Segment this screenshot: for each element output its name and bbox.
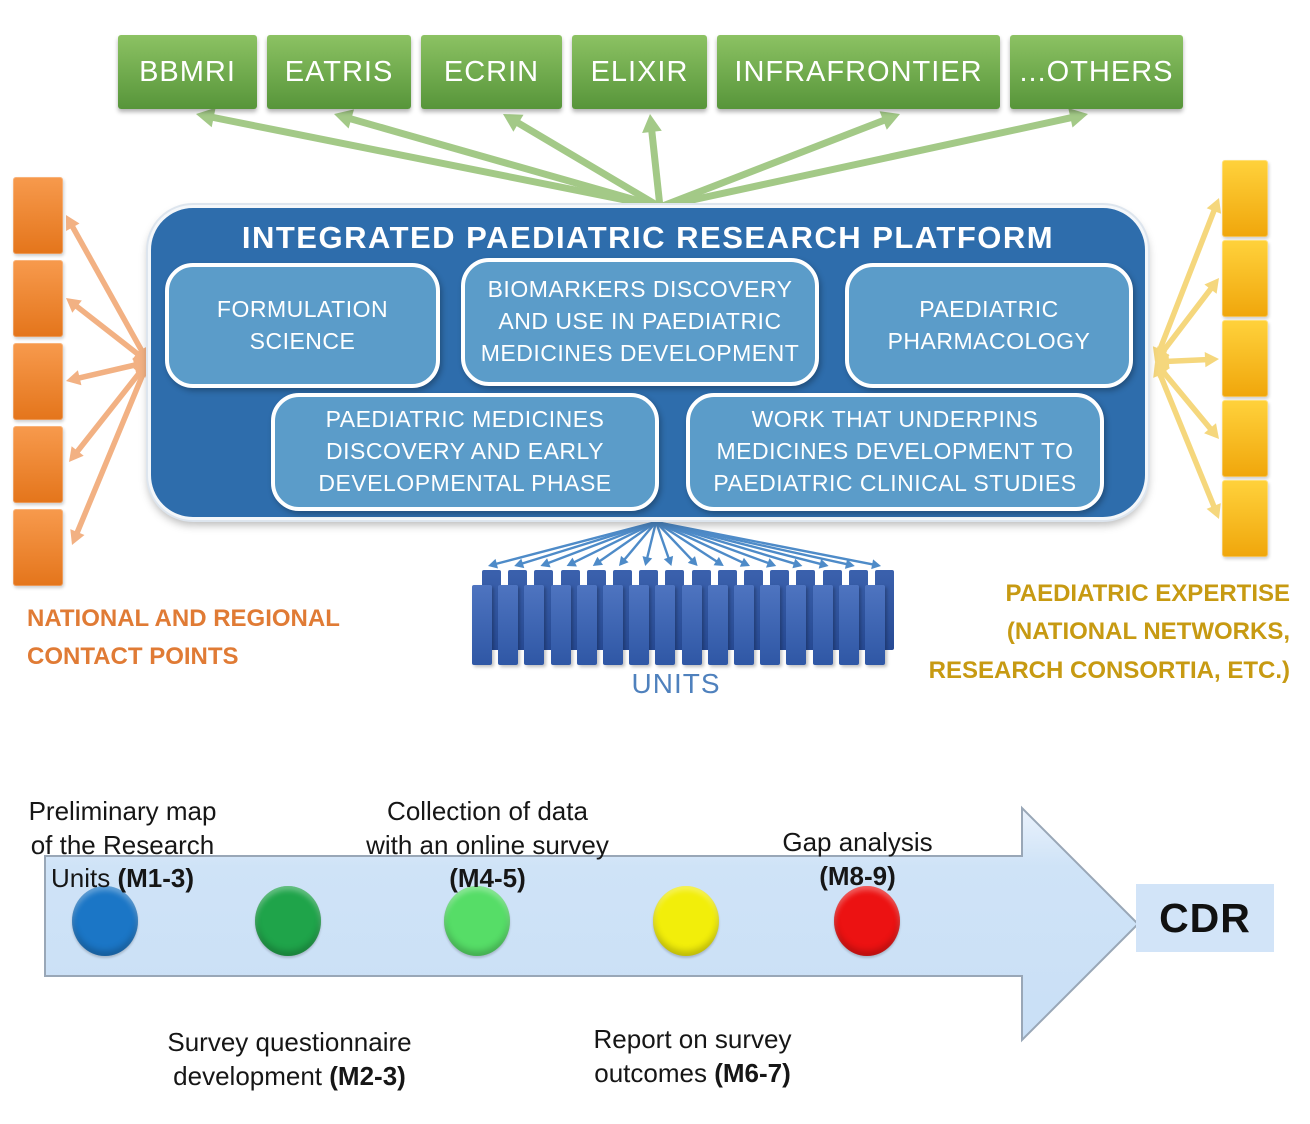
area-paediatric-pharmacology: PAEDIATRIC PHARMACOLOGY — [845, 263, 1133, 388]
milestone-label-m2-3: Survey questionnaire development (M2-3) — [167, 1027, 412, 1091]
milestone-label-m4-5: Collection of data with an online survey… — [366, 796, 609, 893]
infrastructure-box-infrafrontier: INFRAFRONTIER — [717, 35, 1000, 109]
unit-bar — [472, 585, 492, 665]
milestone-dot-4 — [653, 886, 719, 956]
unit-bar — [707, 585, 728, 665]
infrastructure-box-ecrin: ECRIN — [421, 35, 562, 109]
unit-bar — [524, 585, 545, 665]
expertise-box — [1222, 320, 1268, 397]
infrastructure-box-others: ...OTHERS — [1010, 35, 1183, 109]
area-medicines-discovery: PAEDIATRIC MEDICINES DISCOVERY AND EARLY… — [271, 393, 659, 511]
unit-bar — [576, 585, 597, 665]
contact-point-box — [13, 426, 63, 503]
timeline-arrow — [44, 805, 1140, 1043]
unit-bar — [734, 585, 754, 665]
infrastructure-box-eatris: EATRIS — [267, 35, 411, 109]
unit-bar — [838, 585, 859, 665]
infrastructure-box-elixir: ELIXIR — [572, 35, 707, 109]
area-underpinning-work: WORK THAT UNDERPINS MEDICINES DEVELOPMEN… — [686, 393, 1104, 511]
expertise-box — [1222, 480, 1268, 557]
unit-bar — [498, 585, 519, 665]
unit-bar — [760, 585, 781, 665]
unit-bar — [812, 585, 833, 665]
area-formulation-science: FORMULATION SCIENCE — [165, 263, 440, 388]
unit-bar — [655, 585, 676, 665]
expertise-box — [1222, 400, 1268, 477]
milestone-dot-5 — [834, 886, 900, 956]
contact-points-caption: NATIONAL AND REGIONAL CONTACT POINTS — [27, 605, 340, 671]
cdr-box: CDR — [1136, 884, 1274, 952]
expertise-box — [1222, 160, 1268, 237]
infrastructure-box-bbmri: BBMRI — [118, 35, 257, 109]
expertise-box — [1222, 240, 1268, 317]
contact-point-box — [13, 177, 63, 254]
area-biomarkers-discovery: BIOMARKERS DISCOVERY AND USE IN PAEDIATR… — [461, 258, 819, 386]
unit-bar — [603, 585, 623, 665]
unit-bar — [865, 585, 885, 665]
milestone-label-m1-3: Preliminary map of the Research Units (M… — [28, 796, 217, 893]
contact-point-box — [13, 343, 63, 420]
milestone-dot-3 — [444, 886, 510, 956]
platform-title: INTEGRATED PAEDIATRIC RESEARCH PLATFORM — [241, 220, 1055, 255]
units-label: UNITS — [631, 668, 721, 699]
milestone-label-m8-9: Gap analysis (M8-9) — [782, 827, 933, 891]
milestone-dot-2 — [255, 886, 321, 956]
unit-bar — [629, 585, 650, 665]
expertise-caption: PAEDIATRIC EXPERTISE (NATIONAL NETWORKS,… — [928, 580, 1290, 684]
milestone-label-m6-7: Report on survey outcomes (M6-7) — [593, 1024, 792, 1088]
unit-bar — [786, 585, 807, 665]
milestone-dot-1 — [72, 886, 138, 956]
unit-bar — [550, 585, 571, 665]
contact-point-box — [13, 509, 63, 586]
unit-bar — [681, 585, 702, 665]
contact-point-box — [13, 260, 63, 337]
integrated-platform-box: INTEGRATED PAEDIATRIC RESEARCH PLATFORM … — [148, 205, 1148, 520]
